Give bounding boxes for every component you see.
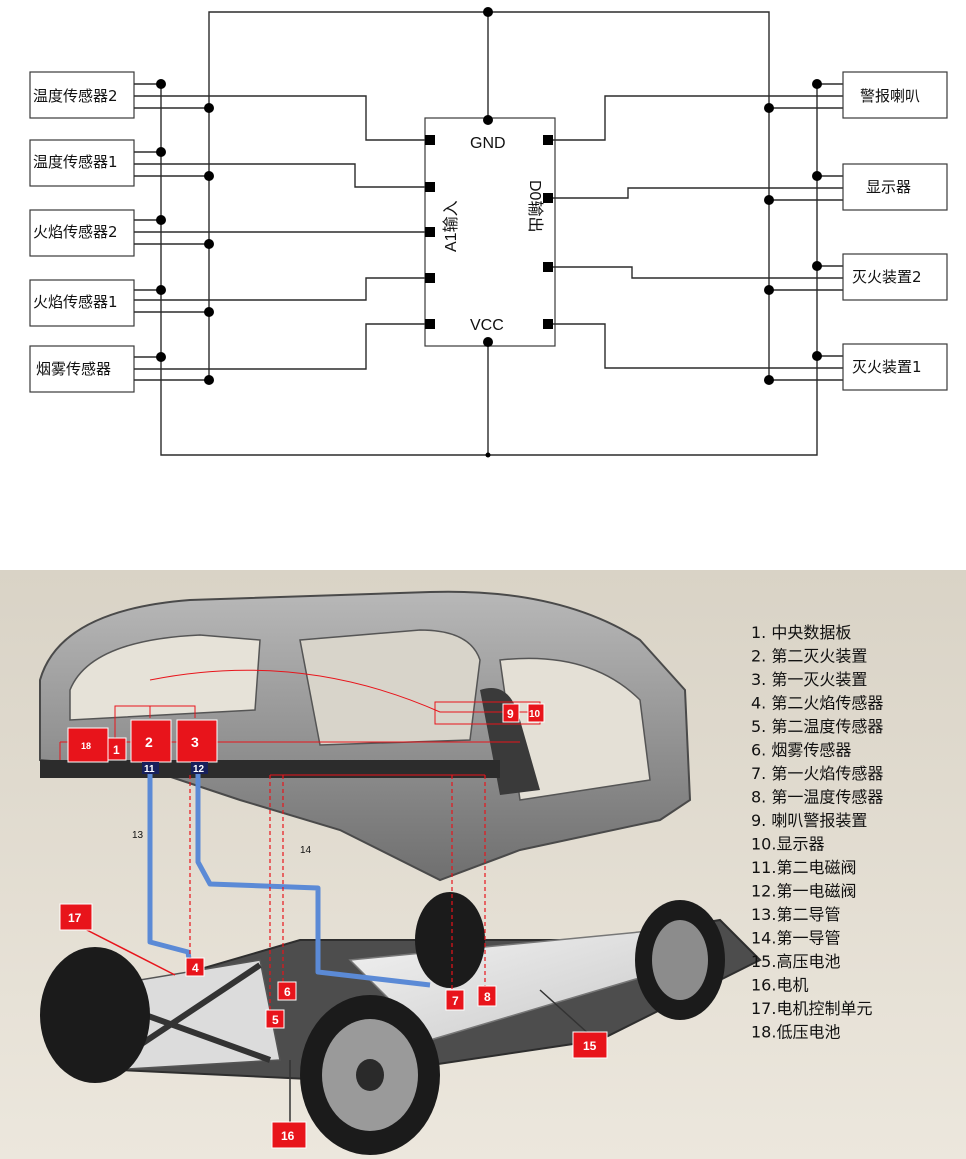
legend-item: 9. 喇叭警报装置 bbox=[751, 811, 867, 830]
device-box-display bbox=[842, 163, 948, 211]
svg-text:11: 11 bbox=[144, 764, 155, 775]
svg-text:16: 16 bbox=[281, 1129, 295, 1143]
callout-3 bbox=[176, 719, 218, 763]
chip-output-label: D0输出 bbox=[526, 180, 544, 232]
callout-6 bbox=[277, 981, 297, 1001]
sensor-label-temp1: 温度传感器1 bbox=[33, 153, 118, 171]
circuit-diagram: 温度传感器2 温度传感器1 火焰传感器2 火焰传感器1 烟雾传感器 bbox=[29, 7, 948, 458]
device-box-alarm bbox=[842, 71, 948, 119]
svg-text:12: 12 bbox=[193, 764, 205, 775]
legend-item: 12.第一电磁阀 bbox=[751, 882, 856, 901]
sensor-label-temp2: 温度传感器2 bbox=[33, 87, 118, 105]
callout-7 bbox=[445, 989, 465, 1011]
device-label-alarm: 警报喇叭 bbox=[860, 87, 920, 105]
callout-17 bbox=[59, 903, 93, 931]
callout-13: 13 bbox=[132, 830, 144, 841]
dashed-guides bbox=[189, 775, 486, 1018]
svg-text:17: 17 bbox=[68, 911, 82, 925]
sensor-box-temp2 bbox=[29, 71, 135, 119]
device-box-ext1 bbox=[842, 343, 948, 391]
wheel-rear-left bbox=[40, 947, 150, 1083]
legend-item: 18.低压电池 bbox=[751, 1023, 840, 1042]
legend-item: 17.电机控制单元 bbox=[751, 999, 872, 1018]
svg-text:7: 7 bbox=[452, 994, 459, 1008]
device-label-display: 显示器 bbox=[866, 178, 911, 196]
sensor-label-flame2: 火焰传感器2 bbox=[33, 223, 118, 241]
device-label-ext2: 灭火装置2 bbox=[852, 268, 922, 286]
pipe-14 bbox=[195, 772, 431, 988]
svg-text:3: 3 bbox=[191, 734, 199, 750]
sensor-box-temp1 bbox=[29, 139, 135, 187]
chip-input-label: A1输入 bbox=[442, 200, 460, 252]
svg-text:10: 10 bbox=[529, 709, 541, 720]
callout-10 bbox=[527, 703, 545, 723]
svg-text:15: 15 bbox=[583, 1039, 597, 1053]
svg-text:2: 2 bbox=[145, 734, 153, 750]
legend-item: 10.显示器 bbox=[751, 835, 824, 854]
callout-11 bbox=[142, 762, 159, 774]
chip-vcc-label: VCC bbox=[470, 317, 504, 334]
chip-pins bbox=[425, 135, 553, 329]
legend-item: 6. 烟雾传感器 bbox=[751, 741, 851, 760]
sensor-box-smoke bbox=[29, 345, 135, 393]
sensor-label-smoke: 烟雾传感器 bbox=[36, 360, 111, 378]
car-chassis bbox=[40, 892, 762, 1155]
callout-5 bbox=[265, 1009, 285, 1029]
svg-text:9: 9 bbox=[507, 707, 514, 721]
svg-text:18: 18 bbox=[81, 741, 91, 751]
legend: 1. 中央数据板 2. 第二灭火装置 3. 第一灭火装置 4. 第二火焰传感器 5. 第… bbox=[751, 623, 883, 1042]
legend-item: 3. 第一灭火装置 bbox=[751, 670, 867, 689]
junction-dots bbox=[156, 7, 822, 458]
legend-item: 2. 第二灭火装置 bbox=[751, 647, 867, 666]
legend-item: 11.第二电磁阀 bbox=[751, 858, 856, 877]
callout-8 bbox=[477, 985, 497, 1007]
wheel-rear-right bbox=[415, 892, 485, 988]
sensor-label-flame1: 火焰传感器1 bbox=[33, 293, 118, 311]
svg-text:6: 6 bbox=[284, 985, 291, 999]
svg-text:1: 1 bbox=[113, 743, 120, 757]
svg-text:4: 4 bbox=[192, 961, 199, 975]
callout-15 bbox=[572, 1031, 608, 1059]
svg-text:5: 5 bbox=[272, 1013, 279, 1027]
legend-item: 14.第一导管 bbox=[751, 929, 840, 948]
callout-9 bbox=[502, 703, 520, 723]
callout-18 bbox=[67, 727, 109, 763]
callout-arrows bbox=[76, 924, 591, 1125]
callout-14: 14 bbox=[300, 845, 312, 856]
legend-item: 7. 第一火焰传感器 bbox=[751, 764, 883, 783]
chip-body bbox=[424, 117, 556, 347]
left-sensor-boxes: 温度传感器2 温度传感器1 火焰传感器2 火焰传感器1 烟雾传感器 bbox=[29, 71, 135, 393]
chip-gnd-label: GND bbox=[470, 135, 506, 152]
right-device-wires bbox=[553, 83, 843, 381]
callout-16 bbox=[271, 1121, 307, 1149]
device-label-ext1: 灭火装置1 bbox=[852, 358, 922, 376]
sensor-box-flame2 bbox=[29, 209, 135, 257]
legend-item: 8. 第一温度传感器 bbox=[751, 788, 883, 807]
callout-1 bbox=[107, 737, 127, 761]
legend-item: 1. 中央数据板 bbox=[751, 623, 851, 642]
callout-4 bbox=[185, 957, 205, 977]
legend-item: 5. 第二温度传感器 bbox=[751, 717, 883, 736]
legend-item: 13.第二导管 bbox=[751, 905, 840, 924]
callout-tags: 18 1 2 3 11 12 9 10 17 4 6 5 7 bbox=[59, 703, 608, 1149]
controller-chip: GND VCC A1输入 D0输出 bbox=[424, 117, 556, 347]
legend-item: 16.电机 bbox=[751, 976, 808, 995]
callout-12 bbox=[191, 762, 208, 774]
legend-item: 4. 第二火焰传感器 bbox=[751, 694, 883, 713]
legend-item: 15.高压电池 bbox=[751, 952, 840, 971]
right-device-boxes: 警报喇叭 显示器 灭火装置2 灭火装置1 bbox=[842, 71, 948, 391]
sensor-box-flame1 bbox=[29, 279, 135, 327]
car-diagram: 18 1 2 3 11 12 9 10 17 4 6 5 7 bbox=[0, 570, 966, 1159]
device-box-ext2 bbox=[842, 253, 948, 301]
left-sensor-wires bbox=[134, 83, 430, 381]
svg-text:8: 8 bbox=[484, 990, 491, 1004]
callout-2 bbox=[130, 719, 172, 763]
